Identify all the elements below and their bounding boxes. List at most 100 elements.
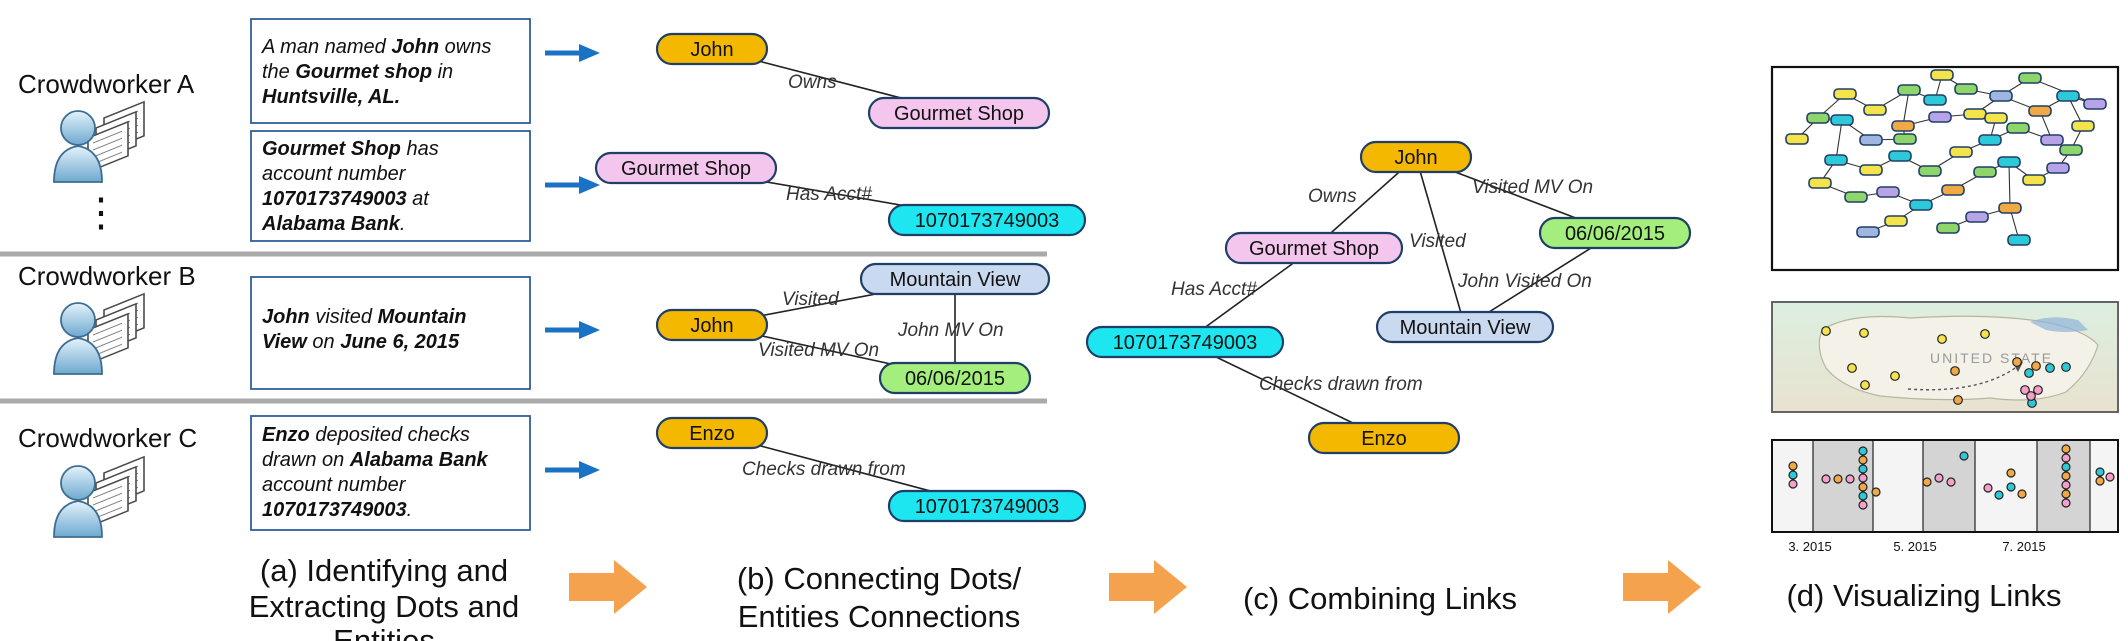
entity-node-place: Mountain View	[859, 262, 1051, 296]
timeline-event	[1994, 490, 2004, 500]
entity-node-person: John	[1359, 140, 1473, 174]
svg-text:1070173749003: 1070173749003	[915, 496, 1060, 518]
entity-node-place: Mountain View	[1375, 310, 1555, 344]
caption-b-line-1: (b) Connecting Dots/	[737, 561, 1022, 596]
blue-arrow-icon	[545, 321, 600, 339]
map-marker	[2026, 391, 2036, 401]
entity-node-business: Gourmet Shop	[1224, 231, 1404, 265]
entity-node-person: John	[655, 32, 769, 66]
caption-d: (d) Visualizing Links	[1786, 578, 2061, 613]
map-marker	[2020, 385, 2030, 395]
svg-text:Gourmet Shop: Gourmet Shop	[894, 103, 1024, 125]
svg-text:John: John	[690, 315, 733, 337]
text-snippet-box	[250, 276, 531, 390]
svg-text:Gourmet Shop: Gourmet Shop	[1249, 238, 1379, 260]
person-head	[60, 465, 96, 501]
svg-text:Gourmet Shop: Gourmet Shop	[621, 158, 751, 180]
network-node	[1824, 154, 1848, 166]
crowdworker-c-label: Crowdworker C	[18, 423, 197, 453]
caption-b-line-2: Entities Connections	[738, 599, 1021, 634]
timeline-event	[1858, 446, 1868, 456]
blue-arrow-icon	[545, 461, 600, 479]
timeline-event	[2061, 453, 2071, 463]
network-node	[1918, 165, 1942, 177]
svg-text:06/06/2015: 06/06/2015	[1565, 223, 1665, 245]
network-node	[1876, 186, 1900, 198]
map-marker	[2061, 362, 2071, 372]
timeline-event	[2061, 462, 2071, 472]
snippet-line: 1070173749003.	[262, 499, 412, 521]
network-node	[2056, 90, 2080, 102]
map-marker	[1847, 363, 1857, 373]
network-node	[1963, 108, 1987, 120]
timeline-event	[1858, 464, 1868, 474]
edge-label: Has Acct#	[786, 184, 872, 205]
crowdworker-documents-icon	[53, 292, 145, 375]
network-node	[1923, 94, 1947, 106]
snippet-line: 1070173749003 at	[262, 188, 430, 210]
map-marker	[2045, 363, 2055, 373]
crowdworker-a-label: Crowdworker A	[18, 69, 195, 99]
network-node	[2022, 174, 2046, 186]
timeline-event	[1845, 474, 1855, 484]
timeline-event	[1788, 470, 1798, 480]
network-node	[1833, 88, 1857, 100]
person-head	[60, 110, 96, 146]
timeline-event	[2061, 444, 2071, 454]
person-body	[53, 337, 103, 375]
network-node	[1830, 114, 1854, 126]
snippet-line: A man named John owns	[261, 36, 491, 58]
svg-text:John: John	[1394, 147, 1437, 169]
edge-label: Visited MV On	[1472, 177, 1593, 198]
map-marker	[2012, 357, 2022, 367]
network-node	[1941, 184, 1965, 196]
timeline-tick-label: 7. 2015	[2002, 539, 2045, 554]
entity-node-person: Enzo	[1307, 421, 1461, 455]
edge-label: Visited	[782, 289, 840, 310]
timeline-event	[1833, 474, 1843, 484]
entity-node-account: 1070173749003	[1085, 325, 1285, 359]
map-marker	[1821, 326, 1831, 336]
timeline-event	[2061, 498, 2071, 508]
timeline-event	[2105, 472, 2115, 482]
person-body	[53, 500, 103, 538]
network-node	[1859, 164, 1883, 176]
map-marker	[1950, 366, 1960, 376]
timeline-event	[1858, 455, 1868, 465]
network-node	[1997, 156, 2021, 168]
entity-node-person: Enzo	[655, 416, 769, 450]
snippet-line: Enzo deposited checks	[262, 424, 470, 446]
network-node	[1936, 222, 1960, 234]
network-node	[1863, 104, 1887, 116]
network-view	[1770, 65, 2120, 272]
text-snippets: A man named John owns the Gourmet shop in…	[261, 36, 491, 521]
network-node	[1930, 69, 1954, 81]
network-node	[2007, 234, 2031, 246]
network-node	[2059, 144, 2083, 156]
timeline-event	[1922, 477, 1932, 487]
network-node	[1998, 202, 2022, 214]
snippet-line: account number	[262, 474, 407, 496]
snippet-line: the Gourmet shop in	[262, 61, 453, 83]
network-node	[2040, 134, 2064, 146]
network-node	[1785, 133, 1809, 145]
us-landmass	[1818, 315, 2099, 401]
snippet-line: Gourmet Shop has	[262, 138, 439, 160]
map-marker	[2031, 361, 2041, 371]
flow-arrows	[569, 560, 1701, 614]
network-node	[2083, 98, 2107, 110]
map-marker	[1953, 395, 1963, 405]
network-node	[1884, 215, 1908, 227]
svg-text:Enzo: Enzo	[1361, 428, 1407, 450]
timeline-event	[2095, 476, 2105, 486]
timeline-event	[1934, 473, 1944, 483]
map-marker	[1937, 334, 1947, 344]
network-node	[1973, 166, 1997, 178]
network-node	[1989, 90, 2013, 102]
crowdworker-documents-icon	[53, 455, 145, 538]
map-marker	[2033, 385, 2043, 395]
orange-arrow-icon	[1623, 560, 1701, 614]
snippet-line: Alabama Bank.	[261, 213, 405, 235]
